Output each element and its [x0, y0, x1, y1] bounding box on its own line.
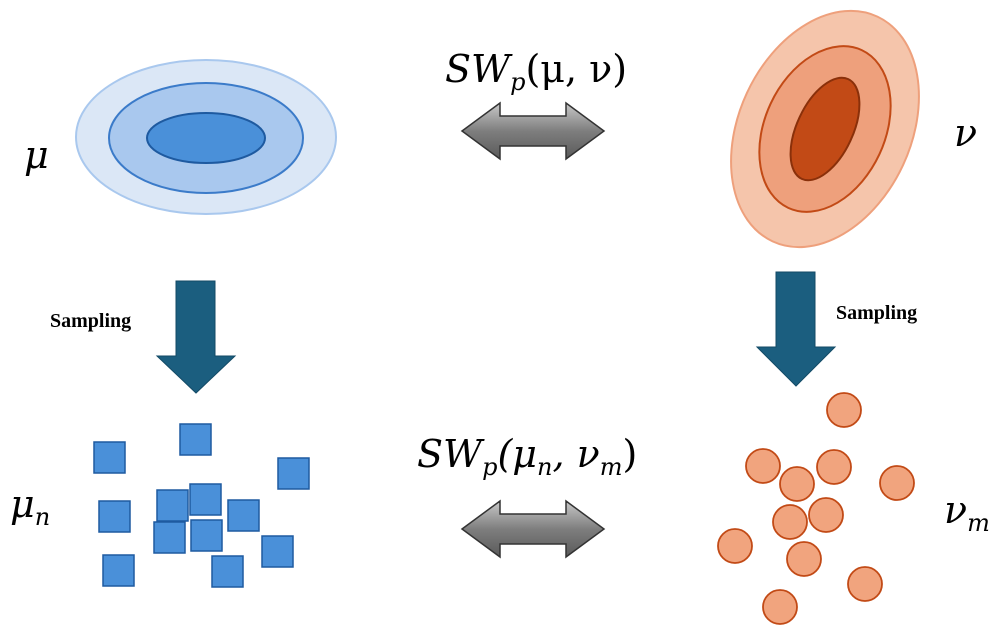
circle-sample	[847, 566, 883, 602]
right-sampling-arrow	[755, 271, 837, 387]
bottom-distance-sub2: m	[600, 453, 623, 481]
circle-sample	[779, 466, 815, 502]
left-sampling-arrow	[155, 280, 237, 394]
bottom-distance-open: (μ	[497, 432, 537, 476]
square-sample	[190, 519, 223, 552]
bottom-distance-prefix: SW	[417, 432, 485, 476]
bottom-distance-mid: , ν	[552, 432, 599, 476]
circle-sample	[762, 589, 798, 625]
square-sample	[227, 499, 260, 532]
square-sample	[189, 483, 222, 516]
square-sample	[179, 423, 212, 456]
nu-m-sub: m	[967, 509, 990, 537]
circle-sample	[879, 465, 915, 501]
bottom-double-arrow	[460, 499, 606, 559]
circle-sample	[808, 497, 844, 533]
nu-m-label: νm	[944, 488, 990, 537]
top-distance-label: SWp(μ, ν)	[445, 47, 627, 96]
top-distance-prefix: SW	[445, 47, 513, 91]
square-sample	[93, 441, 126, 474]
circle-sample	[772, 504, 808, 540]
top-distance-sub: p	[510, 68, 525, 96]
square-sample	[211, 555, 244, 588]
left-sampling-label: Sampling	[50, 310, 131, 332]
mu-n-samples	[93, 423, 310, 588]
bottom-distance-sub: p	[482, 453, 497, 481]
mu-n-sub: n	[35, 503, 50, 531]
circle-sample	[786, 541, 822, 577]
circle-sample	[816, 449, 852, 485]
square-sample	[156, 489, 189, 522]
square-sample	[98, 500, 131, 533]
square-sample	[261, 535, 294, 568]
circle-sample	[826, 392, 862, 428]
nu-inner-contour	[789, 76, 861, 182]
right-sampling-label: Sampling	[836, 302, 917, 324]
top-double-arrow	[460, 101, 606, 161]
square-sample	[102, 554, 135, 587]
bottom-distance-sub1: n	[537, 453, 552, 481]
circle-sample	[717, 528, 753, 564]
square-sample	[153, 521, 186, 554]
mu-inner-contour	[146, 112, 266, 164]
top-distance-args: (μ, ν)	[525, 47, 627, 91]
nu-m-base: ν	[944, 488, 967, 532]
mu-label: μ	[24, 133, 49, 177]
bottom-distance-close: )	[623, 432, 638, 476]
nu-distribution	[730, 9, 920, 249]
nu-m-samples	[717, 392, 915, 625]
mu-n-label: μn	[10, 482, 50, 531]
mu-n-base: μ	[10, 482, 35, 526]
circle-sample	[745, 448, 781, 484]
nu-label: ν	[954, 111, 977, 155]
bottom-distance-label: SWp(μn, νm)	[417, 432, 637, 481]
mu-distribution	[75, 59, 337, 215]
square-sample	[277, 457, 310, 490]
